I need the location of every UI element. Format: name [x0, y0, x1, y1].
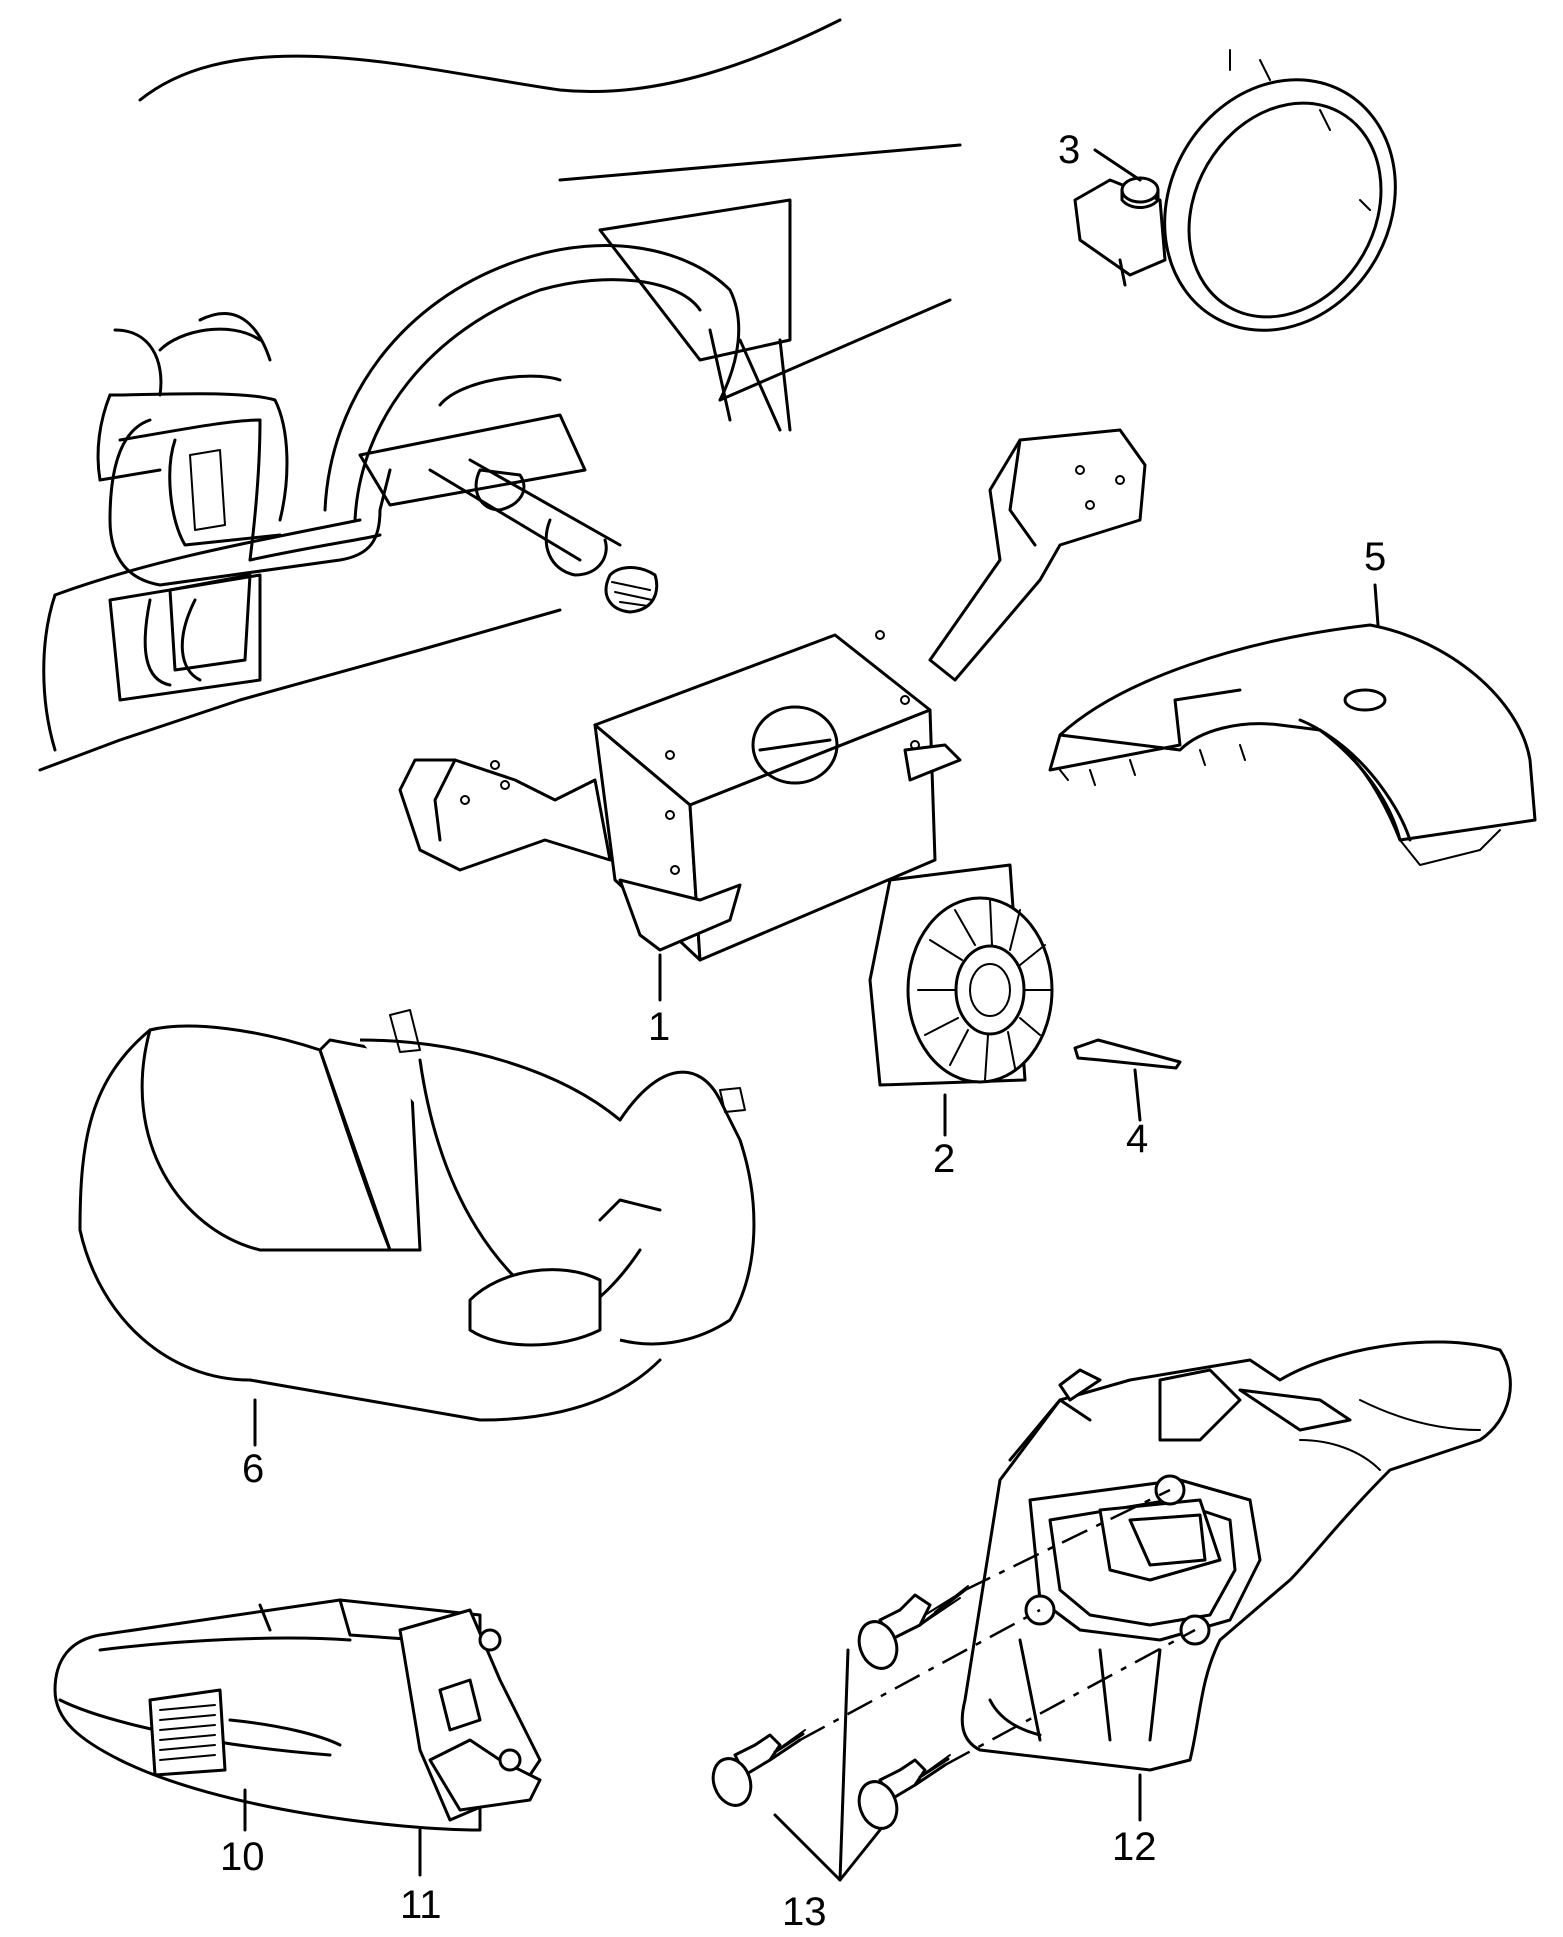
screw-2: [711, 1729, 806, 1807]
side-trim-end-part-11: [398, 1608, 542, 1822]
callout-1: 1: [648, 1005, 670, 1049]
dashboard-illustration: [38, 18, 962, 772]
callout-3: 3: [1058, 128, 1080, 172]
screw-1: [857, 1585, 969, 1670]
callout-5: 5: [1364, 535, 1386, 579]
ring-part-3: [1073, 49, 1397, 332]
callout-4: 4: [1126, 1117, 1148, 1161]
screw-3: [857, 1754, 951, 1830]
bracket-part-12: [960, 1340, 1512, 1772]
clip-part-4: [1073, 1038, 1182, 1070]
callout-11: 11: [400, 1883, 442, 1927]
callout-2: 2: [933, 1137, 955, 1181]
callout-10: 10: [220, 1835, 265, 1879]
clock-spring-part-2: [868, 863, 1054, 1087]
callout-labels: 1 2 3 4 5 6 10 11 12 13: [220, 128, 1386, 1934]
upper-trim-part-5: [1048, 623, 1537, 866]
callout-6: 6: [242, 1447, 264, 1491]
callout-12: 12: [1112, 1825, 1157, 1869]
screws-part-13: [711, 1488, 1196, 1830]
combination-switch-part-1: [398, 428, 1147, 962]
lower-trim-part-6: [78, 1009, 756, 1422]
leader-lines: [243, 148, 1380, 1882]
callout-13: 13: [782, 1890, 827, 1934]
side-trim-part-10: [53, 1598, 482, 1832]
